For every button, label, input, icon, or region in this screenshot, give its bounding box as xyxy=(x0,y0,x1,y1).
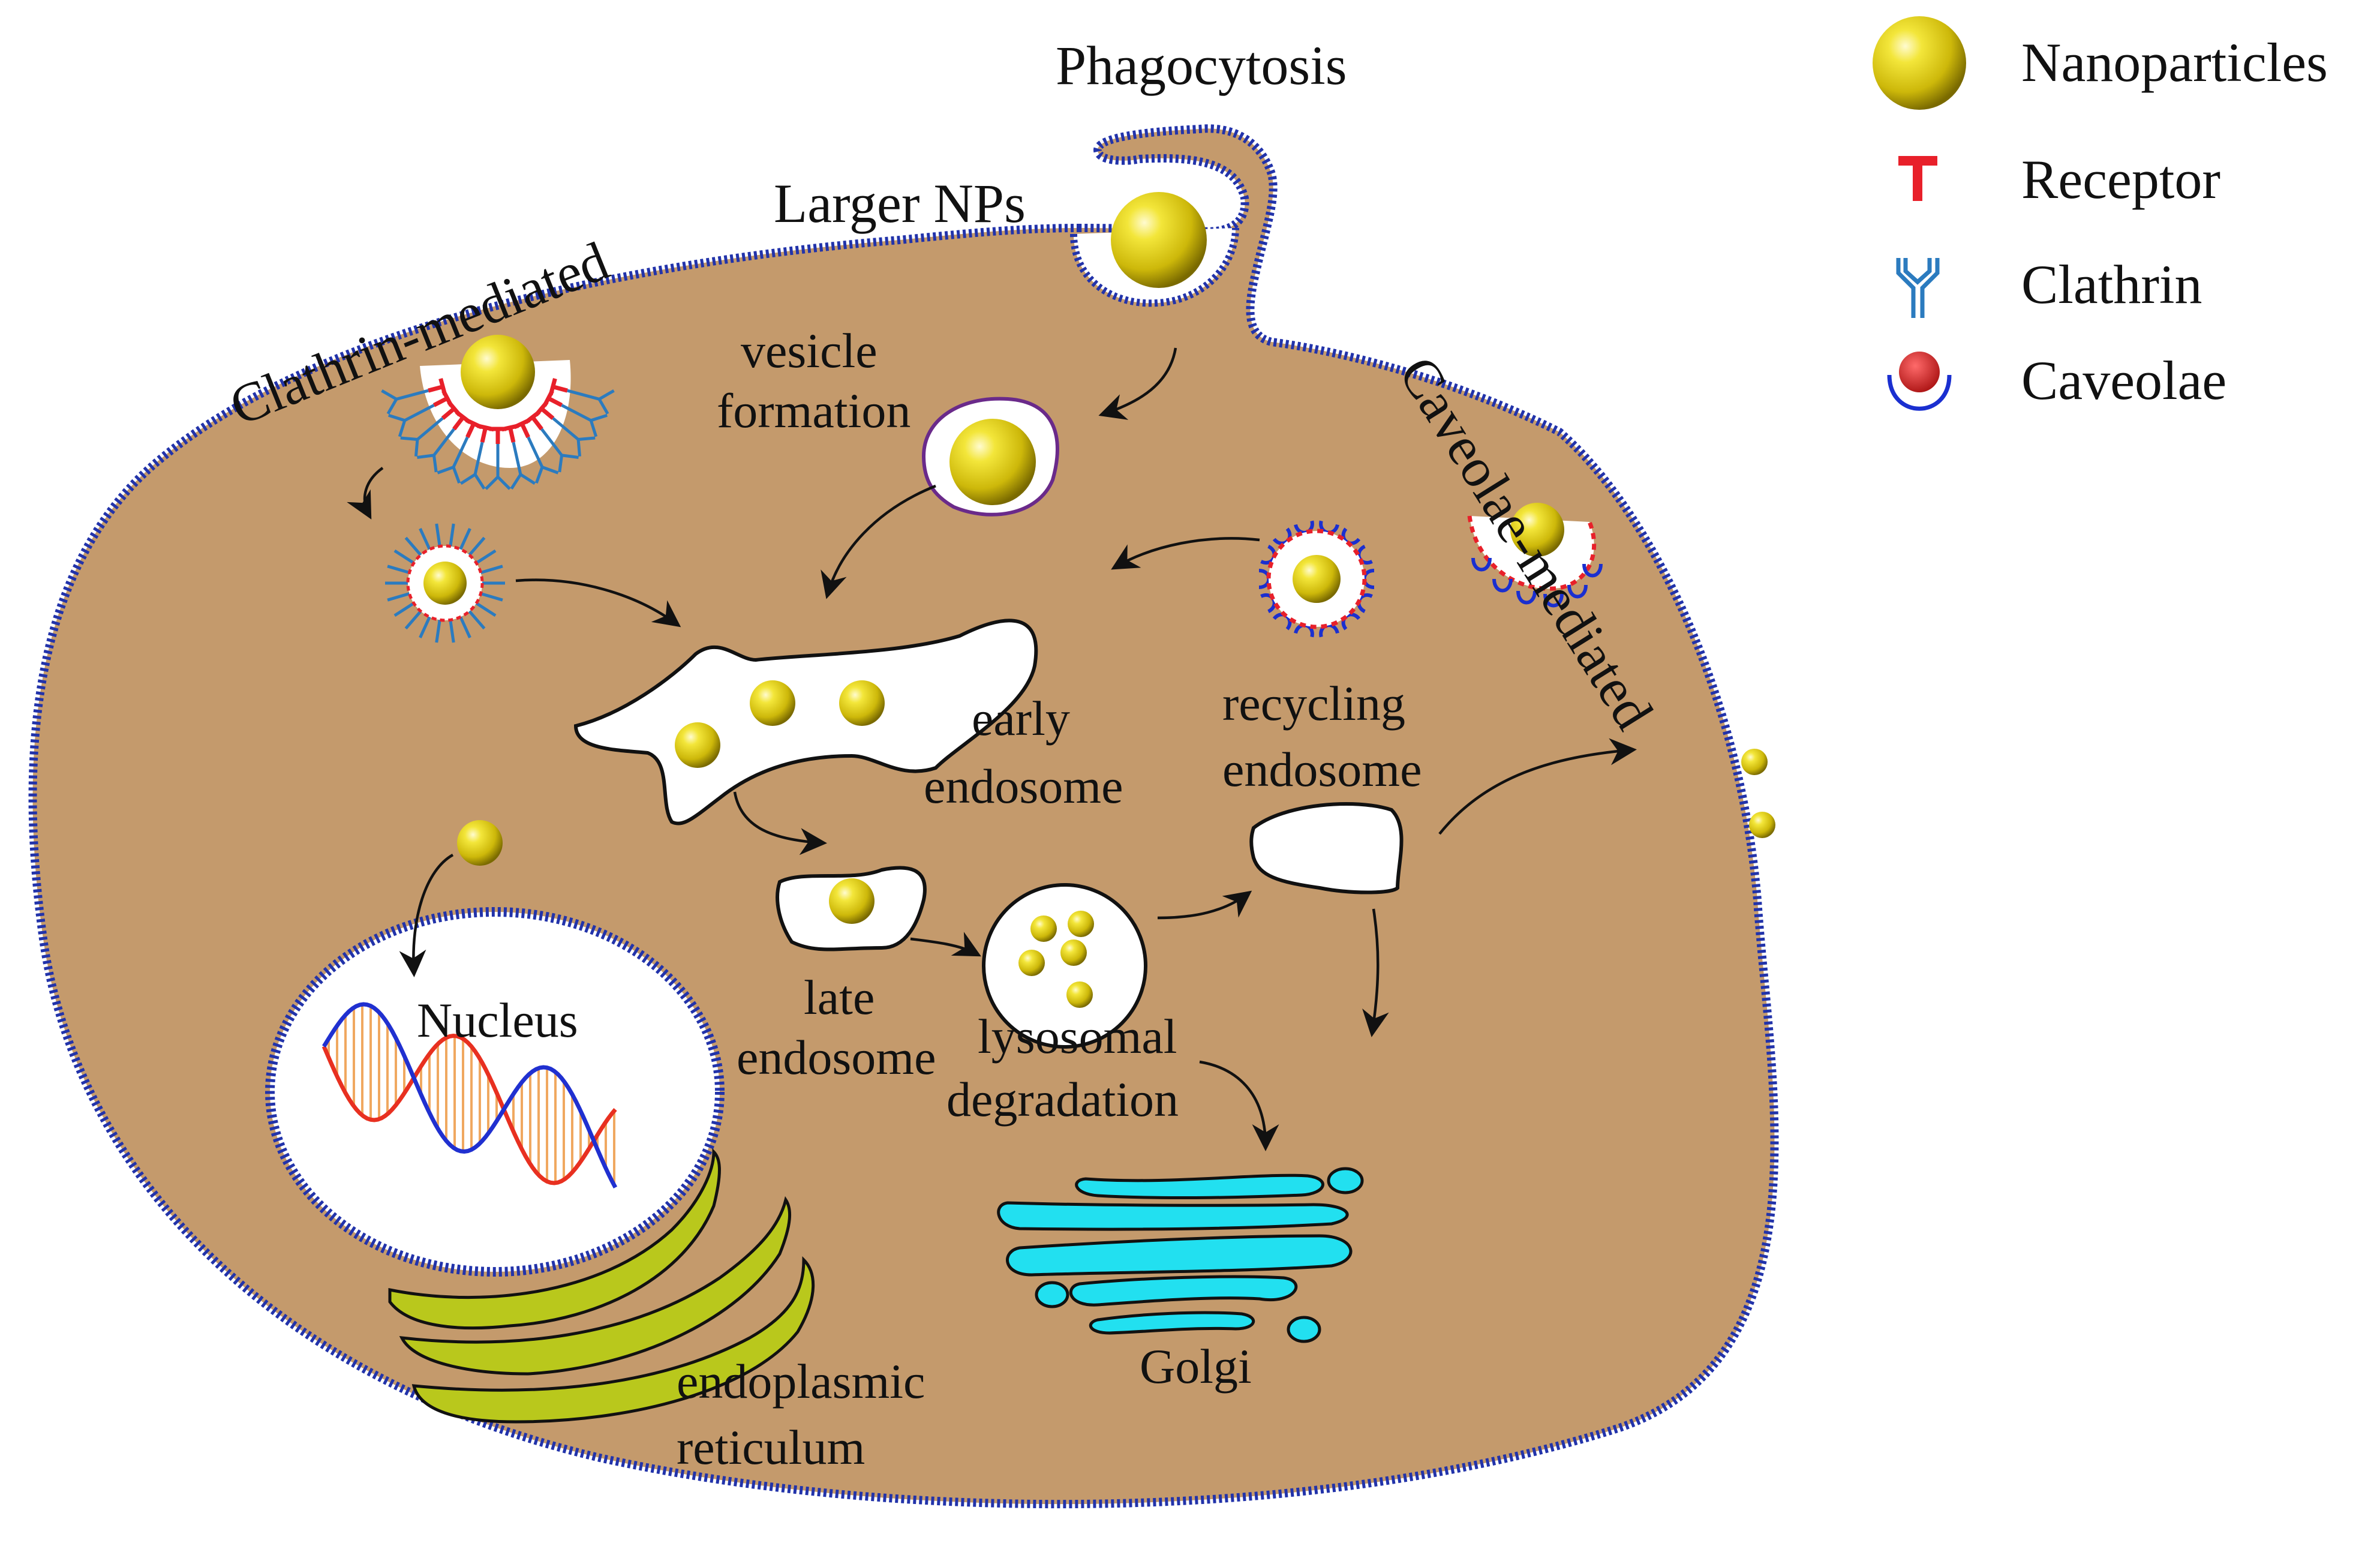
nucleus xyxy=(265,907,725,1277)
pathway-arrows xyxy=(347,347,1637,1151)
dna-helix-icon xyxy=(321,1002,618,1189)
golgi-apparatus xyxy=(997,1167,1364,1343)
nanoparticle-exocytosed xyxy=(1749,812,1775,838)
label-recycling-endosome-1: recycling xyxy=(1222,676,1405,731)
clathrin-coated-vesicle xyxy=(385,523,505,643)
legend-clathrin-icon xyxy=(1896,258,1940,318)
label-vesicle-formation-1: vesicle xyxy=(741,323,878,378)
nanoparticle-exocytosed xyxy=(1741,749,1768,775)
label-golgi: Golgi xyxy=(1140,1339,1252,1394)
late-endosome xyxy=(776,866,927,951)
legend-clathrin-label: Clathrin xyxy=(2021,254,2202,315)
legend-nanoparticle-icon xyxy=(1873,16,1966,110)
label-er-2: reticulum xyxy=(677,1420,865,1475)
label-early-endosome-1: early xyxy=(972,691,1070,746)
legend-receptor-icon xyxy=(1898,156,1937,201)
clathrin-pit xyxy=(381,335,615,490)
early-endosome xyxy=(573,619,1038,825)
nanoparticle-free xyxy=(457,820,503,866)
label-recycling-endosome-2: endosome xyxy=(1222,742,1422,797)
label-early-endosome-2: endosome xyxy=(924,759,1123,813)
label-larger-nps: Larger NPs xyxy=(774,173,1026,234)
phagosome-vesicle xyxy=(921,397,1059,517)
recycling-endosome xyxy=(1249,802,1404,894)
legend-nanoparticles-label: Nanoparticles xyxy=(2021,32,2328,93)
caveosome xyxy=(1258,520,1375,638)
nanoparticle-large xyxy=(1111,192,1207,288)
label-phagocytosis: Phagocytosis xyxy=(1056,35,1347,96)
legend: Nanoparticles Receptor Clathrin Caveolae xyxy=(1873,16,2328,411)
lysosome xyxy=(982,883,1147,1049)
legend-caveolae-icon xyxy=(1887,352,1952,411)
legend-receptor-label: Receptor xyxy=(2021,149,2220,210)
pit-receptors xyxy=(428,378,568,444)
pit-clathrin xyxy=(381,389,615,490)
label-lysosomal-2: degradation xyxy=(946,1072,1179,1127)
label-late-endosome-1: late xyxy=(804,970,875,1025)
label-vesicle-formation-2: formation xyxy=(717,383,910,438)
endoplasmic-reticulum xyxy=(388,1148,815,1424)
label-late-endosome-2: endosome xyxy=(737,1030,936,1085)
legend-caveolae-label: Caveolae xyxy=(2021,350,2226,411)
label-nucleus: Nucleus xyxy=(417,993,578,1047)
cell-membrane xyxy=(28,124,1779,1509)
label-lysosomal-1: lysosomal xyxy=(978,1009,1177,1064)
caveolae-pit xyxy=(1467,503,1603,608)
label-er-1: endoplasmic xyxy=(677,1354,925,1409)
